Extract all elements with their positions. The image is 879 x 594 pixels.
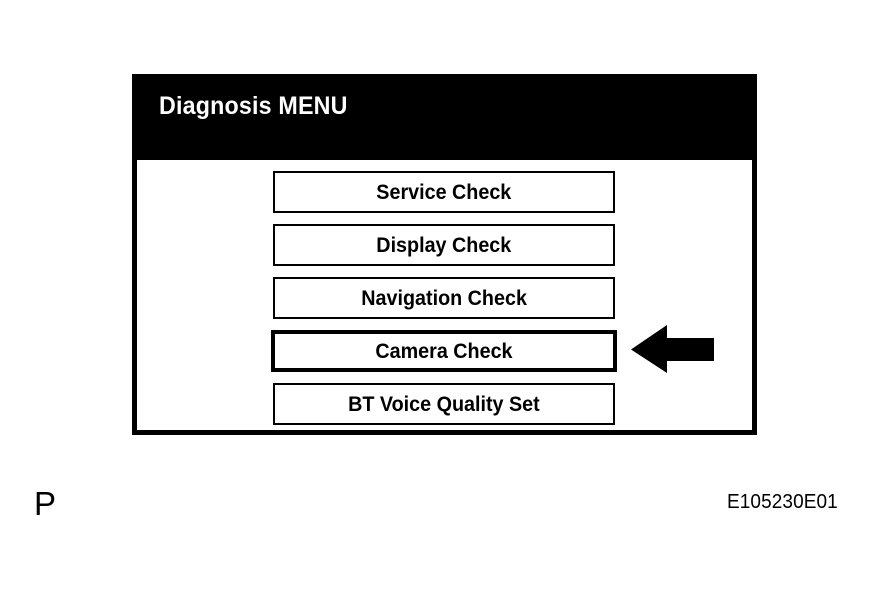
menu-item-bt-voice-quality-set[interactable]: BT Voice Quality Set bbox=[273, 383, 615, 425]
screen-header-bar: Diagnosis MENU bbox=[137, 79, 752, 160]
menu-item-label: BT Voice Quality Set bbox=[348, 392, 540, 416]
menu-item-navigation-check[interactable]: Navigation Check bbox=[273, 277, 615, 319]
menu-item-label: Display Check bbox=[376, 233, 512, 257]
menu-item-service-check[interactable]: Service Check bbox=[273, 171, 615, 213]
figure-reference-code: E105230E01 bbox=[727, 491, 838, 513]
menu-item-camera-check[interactable]: Camera Check bbox=[271, 330, 617, 372]
page-title: Diagnosis MENU bbox=[159, 92, 348, 120]
menu-item-label: Camera Check bbox=[375, 339, 513, 363]
menu-item-display-check[interactable]: Display Check bbox=[273, 224, 615, 266]
figure-marker: P bbox=[34, 485, 57, 522]
diagnosis-menu-list: Service Check Display Check Navigation C… bbox=[271, 171, 617, 436]
menu-item-label: Navigation Check bbox=[361, 286, 527, 310]
left-arrow-icon bbox=[631, 325, 714, 373]
diagnosis-menu-screen: Diagnosis MENU Service Check Display Che… bbox=[132, 74, 757, 435]
menu-item-label: Service Check bbox=[376, 180, 512, 204]
